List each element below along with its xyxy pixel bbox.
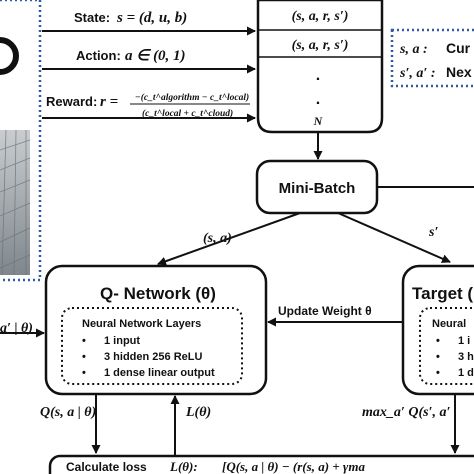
- reward-lhs: r =: [100, 94, 118, 110]
- left-input-label: a′ | θ): [0, 321, 33, 336]
- reward-numerator: −(c_t^algorithm − c_t^local): [135, 92, 249, 103]
- target-network: Target ( Neural • 1 i • 3 h • 1 d: [401, 264, 474, 396]
- q-value-label: Q(s, a | θ): [40, 405, 96, 420]
- legend-line2-symbol: s′, a′ :: [399, 66, 436, 81]
- q-network-layer-2: 3 hidden 256 ReLU: [104, 351, 202, 363]
- update-weight-label: Update Weight θ: [278, 304, 372, 318]
- replay-row-2: (s, a, r, s′): [292, 38, 349, 53]
- minibatch: Mini-Batch: [255, 159, 379, 215]
- q-network-box: [44, 264, 268, 396]
- target-network-layer-bullet: •: [436, 351, 440, 363]
- q-network-title: Q- Network (θ): [100, 284, 216, 303]
- replay-size: N: [313, 114, 324, 128]
- q-network-layer-bullet: •: [82, 367, 86, 379]
- minibatch-label: Mini-Batch: [279, 180, 356, 197]
- legend: s, a : Cur s′, a′ : Nex: [390, 28, 474, 88]
- q-network-layer-bullet: •: [82, 351, 86, 363]
- reward-label: Reward:: [46, 94, 97, 109]
- state-formula: s = (d, u, b): [116, 10, 187, 26]
- environment-logo-arc: [0, 37, 19, 75]
- replay-ellipsis-2: .: [316, 91, 320, 108]
- target-network-layer-2: 3 h: [458, 351, 474, 363]
- environment-frame: [0, 0, 42, 282]
- environment-panel: [0, 0, 42, 282]
- loss-box-frame: [48, 454, 474, 474]
- target-network-layers-frame: [419, 307, 474, 385]
- target-value-label: max_a′ Q(s′, a′: [362, 405, 450, 420]
- action-formula: a ∈ (0, 1): [125, 48, 186, 64]
- replay-buffer: (s, a, r, s′) (s, a, r, s′) . . N: [256, 0, 384, 134]
- legend-line1-text: Cur: [446, 40, 471, 56]
- q-network-layer-1: 1 input: [104, 335, 140, 347]
- q-network-layers-title: Neural Network Layers: [82, 318, 201, 330]
- legend-line1-symbol: s, a :: [399, 42, 428, 57]
- state-label: State:: [74, 10, 110, 25]
- environment-grid: [0, 129, 31, 276]
- edge-label-next-state: s′: [428, 225, 438, 240]
- target-network-box: [401, 264, 474, 396]
- loss-feedback-label: L(θ): [185, 405, 211, 420]
- target-network-title: Target (: [412, 284, 473, 303]
- target-network-layer-3: 1 d: [458, 367, 474, 379]
- reward-denominator: (c_t^local + c_t^cloud): [142, 108, 233, 119]
- q-network-layer-3: 1 dense linear output: [104, 367, 215, 379]
- replay-buffer-box: [256, 0, 384, 134]
- edge-label-state-action: (s, a): [203, 231, 232, 246]
- target-network-layers-title: Neural: [432, 318, 466, 330]
- replay-ellipsis-1: .: [316, 67, 320, 84]
- action-label: Action:: [76, 48, 121, 63]
- q-network: Q- Network (θ) Neural Network Layers • 1…: [44, 264, 268, 396]
- loss-box-formula: [Q(s, a | θ) − (r(s, a) + γma: [222, 459, 365, 474]
- minibatch-to-qnetwork-arrow: [157, 212, 301, 266]
- q-network-layer-bullet: •: [82, 335, 86, 347]
- legend-line2-text: Nex: [446, 64, 472, 80]
- q-network-layers-frame: [61, 307, 243, 385]
- loss-box-label: Calculate loss: [66, 460, 147, 474]
- target-network-layer-bullet: •: [436, 367, 440, 379]
- legend-frame: [390, 28, 474, 88]
- loss-box-symbol: L(θ):: [169, 459, 198, 474]
- replay-row-1: (s, a, r, s′): [292, 9, 349, 24]
- target-network-layer-bullet: •: [436, 335, 440, 347]
- minibatch-to-target-arrow: [337, 212, 451, 263]
- loss-box: Calculate loss L(θ): [Q(s, a | θ) − (r(s…: [48, 454, 474, 474]
- target-network-layer-1: 1 i: [458, 335, 470, 347]
